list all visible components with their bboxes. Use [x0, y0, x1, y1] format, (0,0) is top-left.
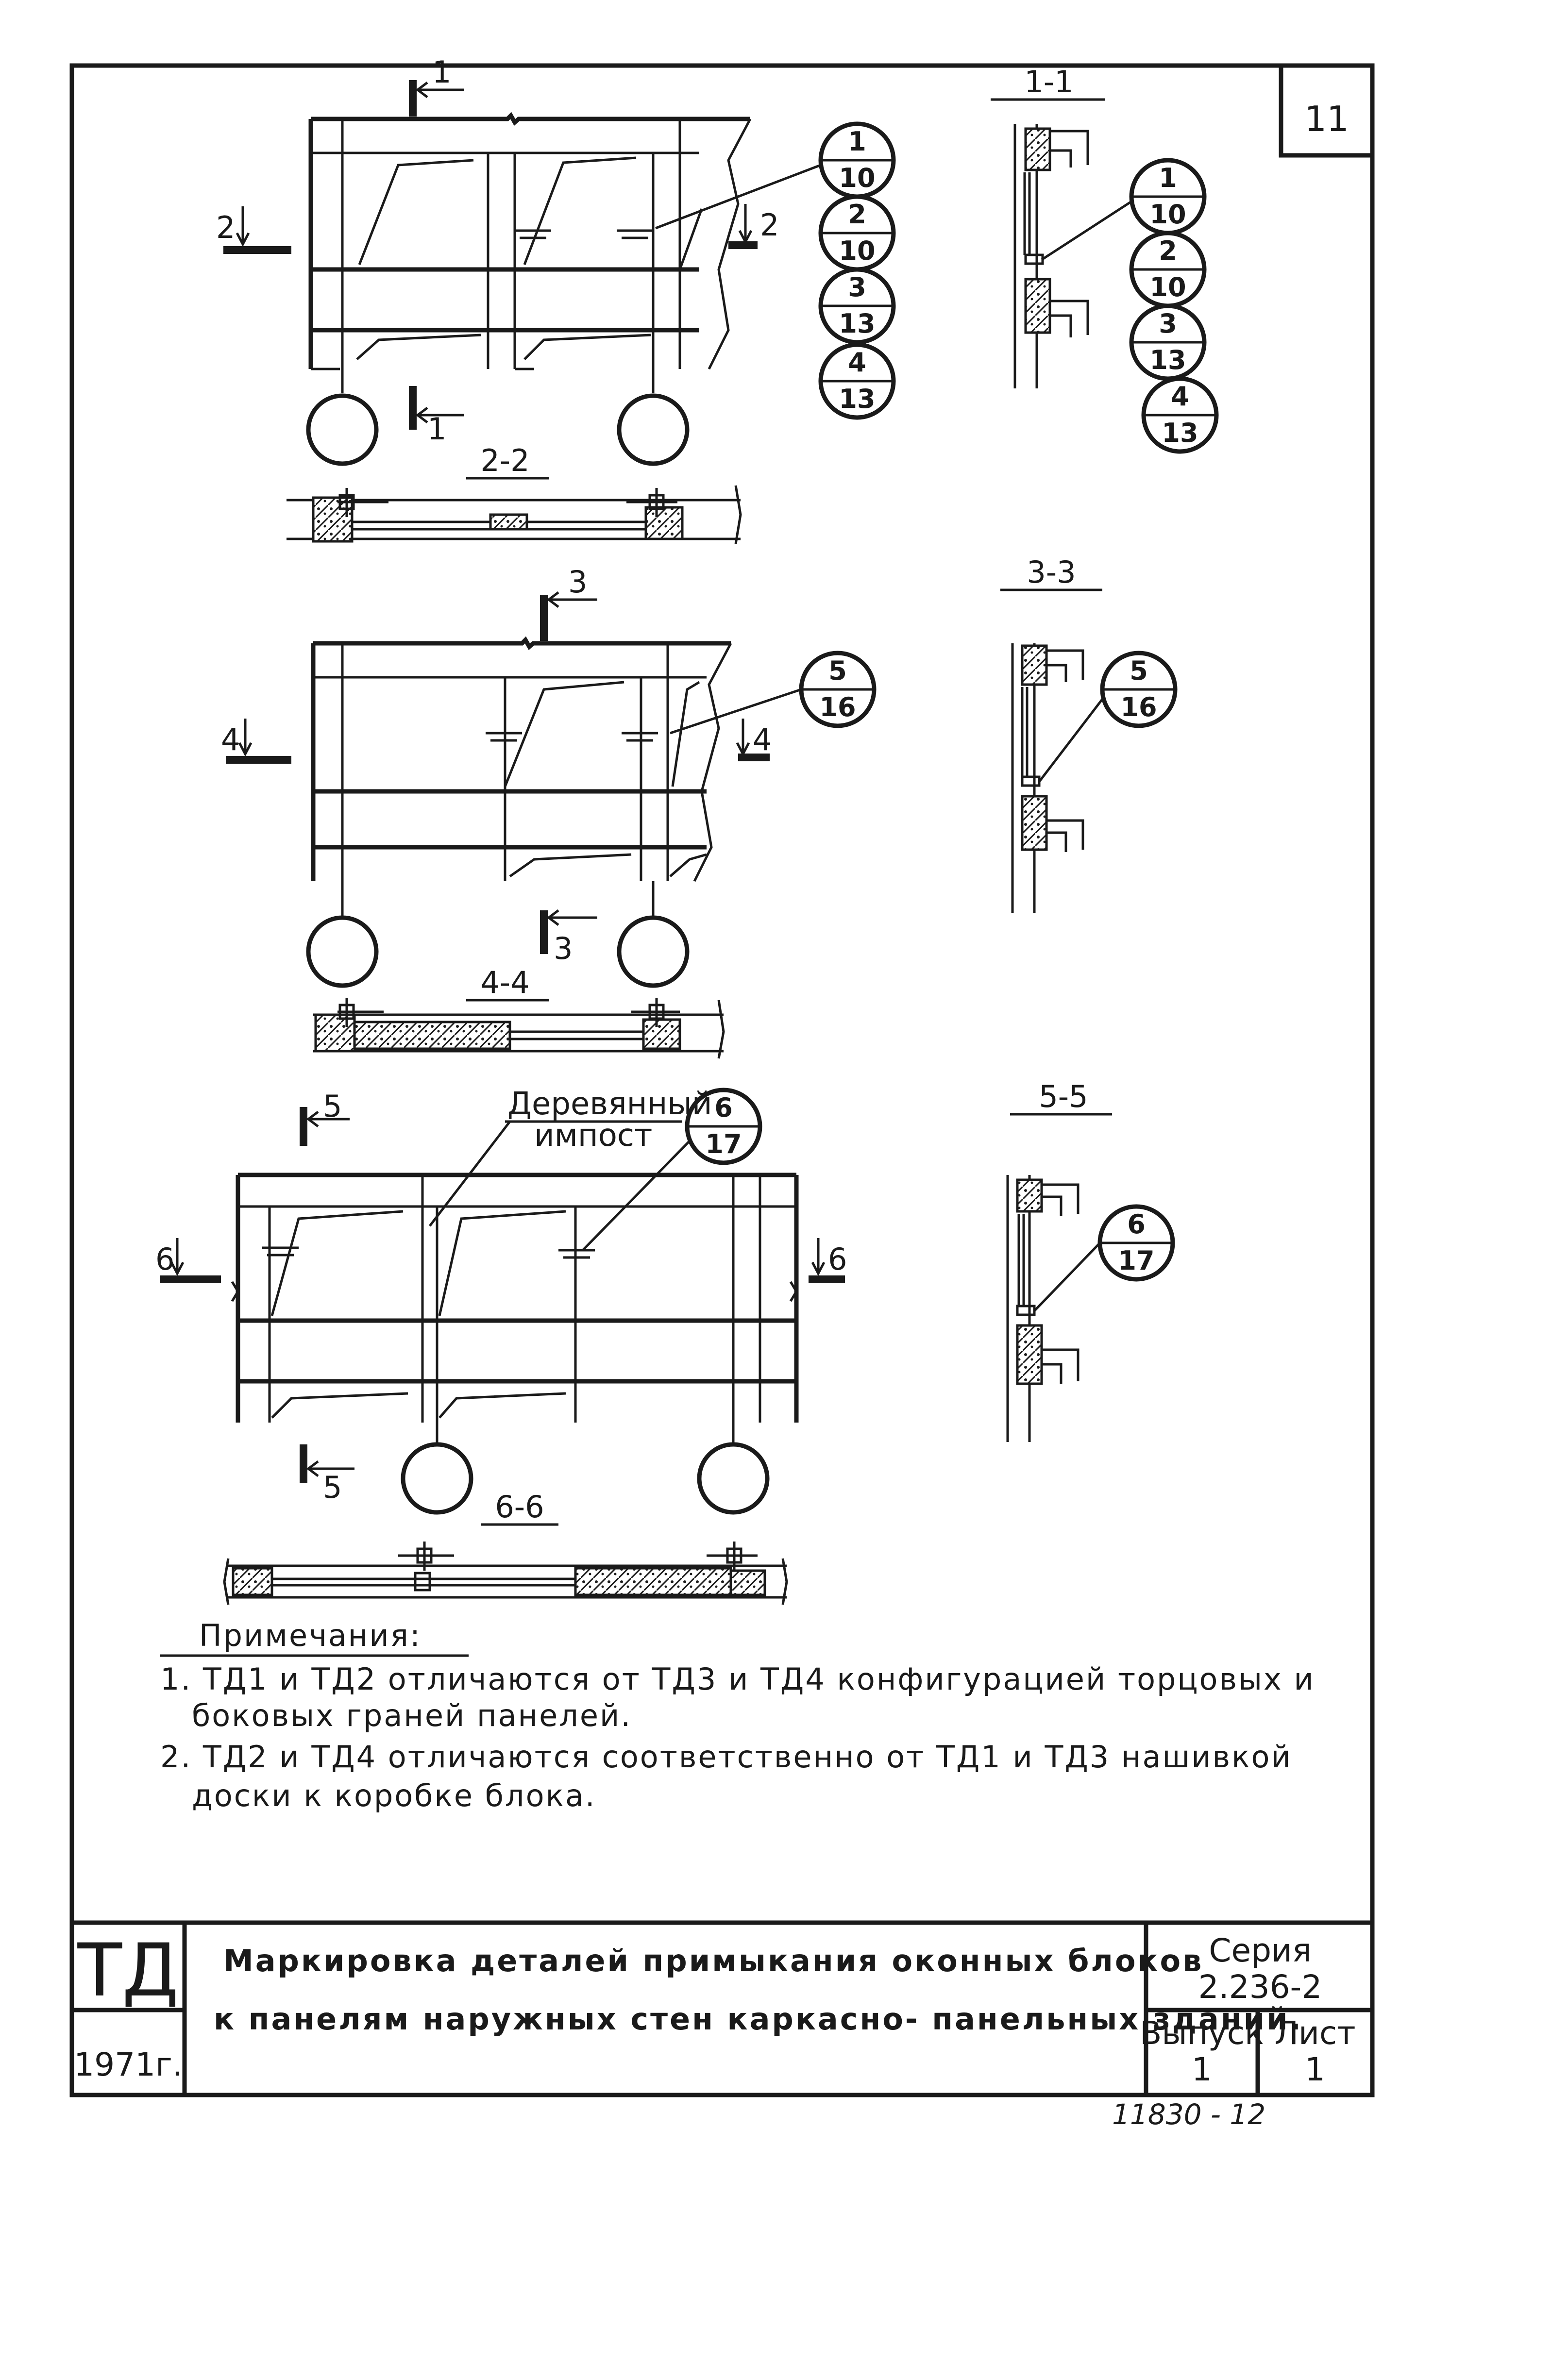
callout-5-16-right: 5 16	[1100, 651, 1178, 728]
cut-mark-2-right: 2	[760, 207, 779, 243]
svg-text:13: 13	[1162, 418, 1198, 448]
svg-text:4: 4	[848, 347, 866, 378]
note-2-line-1: 2. ТД2 и ТД4 отличаются соответственно о…	[160, 1739, 1292, 1775]
callout-3-13: 3 13	[818, 267, 896, 345]
svg-text:2: 2	[1159, 235, 1177, 266]
svg-text:3: 3	[1159, 308, 1177, 339]
notes-block: Примечания: 1. ТД1 и ТД2 отличаются от Т…	[160, 1618, 1315, 1813]
issue-label: Выпуск	[1140, 2014, 1264, 2052]
issue-value: 1	[1192, 2051, 1212, 2088]
svg-text:13: 13	[839, 384, 875, 414]
svg-text:10: 10	[839, 163, 875, 193]
title-line-1: Маркировка деталей примыкания оконных бл…	[223, 1943, 1203, 1978]
svg-text:13: 13	[839, 308, 875, 339]
cut-mark-1-top: 1	[432, 54, 451, 90]
notes-heading: Примечания:	[199, 1618, 422, 1653]
svg-text:17: 17	[705, 1129, 742, 1159]
callout-4-13-right: 4 13	[1141, 376, 1219, 454]
callout-3-13-right: 3 13	[1129, 303, 1207, 381]
svg-text:10: 10	[839, 235, 875, 266]
svg-text:17: 17	[1118, 1245, 1154, 1276]
cut-mark-5-bottom: 5	[323, 1470, 342, 1505]
svg-text:6: 6	[714, 1092, 733, 1123]
impost-label-line1: Деревянный	[507, 1086, 712, 1122]
callout-6-17: 6 17	[685, 1088, 762, 1165]
section-3-3: 3-3	[1000, 554, 1103, 913]
section-label-1-1: 1-1	[1024, 64, 1073, 100]
callout-1-10: 1 10	[818, 121, 896, 199]
impost-label-line2: импост	[534, 1118, 652, 1154]
svg-text:5: 5	[828, 655, 847, 686]
callout-4-13: 4 13	[818, 342, 896, 420]
series-label: Серия	[1209, 1932, 1311, 1969]
sheet-label: Лист	[1274, 2014, 1355, 2052]
svg-text:6: 6	[1127, 1209, 1146, 1240]
section-label-2-2: 2-2	[480, 443, 529, 478]
view-elevation-1: 1 1 2 2	[216, 54, 821, 466]
callout-2-10: 2 10	[818, 194, 896, 272]
callout-2-10-right: 2 10	[1129, 231, 1207, 308]
callout-stack-right: 1 10 2 10 3 13 4 13	[1129, 158, 1219, 454]
cut-mark-5-top: 5	[323, 1089, 342, 1124]
svg-text:2: 2	[848, 199, 866, 230]
note-1-line-2: боковых граней панелей.	[192, 1698, 632, 1733]
series-value: 2.236-2	[1198, 1968, 1322, 2006]
callout-1-10-right: 1 10	[1129, 158, 1207, 235]
section-1-1: 1-1	[991, 64, 1132, 388]
archive-number: 11830 - 12	[1112, 2098, 1265, 2131]
svg-text:4: 4	[1171, 381, 1189, 412]
svg-text:1: 1	[848, 126, 866, 157]
section-4-4: 4-4	[313, 965, 725, 1059]
sheet-value: 1	[1305, 2051, 1325, 2088]
section-label-3-3: 3-3	[1027, 554, 1076, 590]
sheet-number: 11	[1304, 99, 1349, 139]
cut-mark-6-left: 6	[155, 1241, 174, 1277]
callout-6-17-right: 6 17	[1097, 1204, 1175, 1282]
section-2-2: 2-2	[287, 443, 742, 544]
svg-text:10: 10	[1149, 272, 1186, 302]
svg-text:16: 16	[819, 692, 856, 722]
cut-mark-4-right: 4	[753, 722, 772, 757]
svg-text:13: 13	[1149, 345, 1186, 375]
cut-mark-1-bottom: 1	[427, 411, 446, 447]
cut-mark-3-bottom: 3	[554, 931, 573, 966]
svg-text:10: 10	[1149, 199, 1186, 230]
cut-mark-4-left: 4	[221, 722, 240, 757]
section-label-6-6: 6-6	[495, 1489, 544, 1525]
view-elevation-3: 5 5 6 6 Деревянный импост	[155, 1086, 847, 1515]
section-6-6: 6-6	[223, 1489, 788, 1605]
callout-stack-left: 1 10 2 10 3 13 4 13	[818, 121, 896, 420]
svg-text:16: 16	[1120, 692, 1157, 722]
note-1-line-1: 1. ТД1 и ТД2 отличаются от ТД3 и ТД4 кон…	[160, 1661, 1315, 1697]
svg-text:3: 3	[848, 272, 866, 302]
title-block: ТД 1971г. Маркировка деталей примыкания …	[72, 1920, 1372, 2095]
section-label-4-4: 4-4	[480, 965, 529, 1000]
view-elevation-2: 3 3 4 4	[221, 564, 802, 988]
svg-text:5: 5	[1130, 655, 1148, 686]
code-mark: ТД	[77, 1928, 179, 2013]
svg-text:1: 1	[1159, 163, 1177, 193]
title-line-2: к панелям наружных стен каркасно- панель…	[214, 2001, 1303, 2037]
cut-mark-6-right: 6	[828, 1241, 847, 1277]
sheet-frame: 11	[69, 63, 1375, 2097]
year-mark: 1971г.	[74, 2046, 183, 2083]
note-2-line-2: доски к коробке блока.	[192, 1778, 596, 1813]
cut-mark-2-left: 2	[216, 210, 235, 245]
section-label-5-5: 5-5	[1039, 1079, 1088, 1114]
callout-5-16: 5 16	[799, 651, 877, 728]
section-5-5: 5-5	[1006, 1079, 1112, 1442]
cut-mark-3-top: 3	[568, 564, 587, 600]
